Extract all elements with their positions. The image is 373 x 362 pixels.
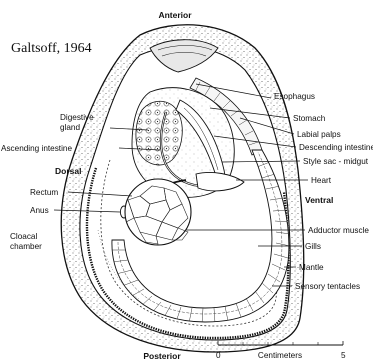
digestive-gland (136, 101, 182, 165)
digestive-gland-label-line2: gland (60, 123, 80, 132)
descending-intestine-label: Descending intestine (299, 143, 373, 152)
scale-unit-label: Centimeters (258, 351, 302, 360)
anus-label: Anus (30, 206, 49, 215)
gills-label: Gills (305, 242, 321, 251)
posterior-label: Posterior (143, 351, 181, 361)
sensory-tentacles-label: Sensory tentacles (295, 282, 360, 291)
adductor-muscle-label: Adductor muscle (308, 226, 369, 235)
dorsal-label: Dorsal (55, 166, 81, 176)
scale-start-label: 0 (216, 351, 221, 360)
heart-label: Heart (311, 176, 332, 185)
mantle-label: Mantle (299, 263, 324, 272)
esophagus-label: Esophagus (274, 92, 315, 101)
ventral-label: Ventral (305, 195, 333, 205)
ascending-intestine-label: Ascending intestine (1, 144, 72, 153)
credit-text: Galtsoff, 1964 (11, 41, 92, 56)
cloacal-chamber-label-line1: Cloacal (10, 232, 37, 241)
cloacal-chamber-label-line2: chamber (10, 242, 42, 251)
digestive-gland-label-line1: Digestive (60, 113, 94, 122)
style-sac-label: Style sac - midgut (303, 157, 369, 166)
rectum-label: Rectum (30, 188, 58, 197)
anterior-label: Anterior (158, 10, 192, 20)
labial-palps-label: Labial palps (297, 130, 341, 139)
scale-end-label: 5 (341, 351, 346, 360)
stomach-label: Stomach (293, 114, 326, 123)
adductor-muscle (125, 179, 191, 245)
